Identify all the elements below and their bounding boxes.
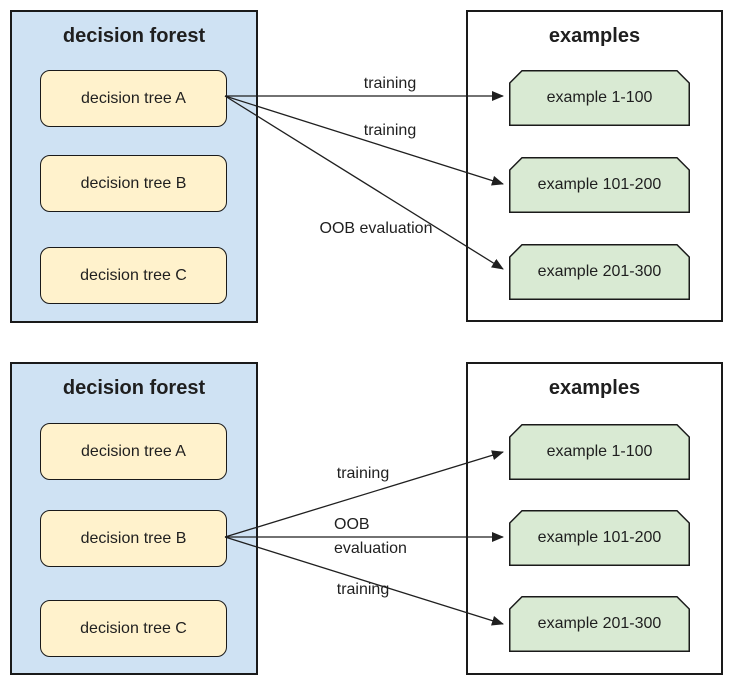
- decision-forest-box-bottom: decision forest decision tree A decision…: [10, 362, 258, 675]
- decision-forest-box-top: decision forest decision tree A decision…: [10, 10, 258, 323]
- example-node-label: example 1-100: [546, 89, 653, 106]
- forest-title: decision forest: [62, 25, 206, 47]
- example-node-label: example 101-200: [537, 529, 662, 546]
- example-node-label: example 101-200: [537, 176, 662, 193]
- arrow-label-training: training: [363, 75, 417, 92]
- examples-title: examples: [548, 25, 641, 47]
- card-shape: [509, 70, 690, 126]
- examples-box-bottom: examples example 1-100 example 101-200 e…: [466, 362, 723, 675]
- arrow-label-training: training: [363, 122, 417, 139]
- example-node-101-200: example 101-200: [509, 510, 690, 566]
- example-node-201-300: example 201-300: [509, 596, 690, 652]
- arrow-label-oob-evaluation: OOB evaluation: [319, 220, 433, 237]
- card-shape: [509, 424, 690, 480]
- card-shape: [509, 596, 690, 652]
- card-shape: [509, 510, 690, 566]
- tree-node-label: decision tree A: [81, 442, 186, 460]
- tree-node-a: decision tree A: [40, 423, 227, 480]
- arrow-label-training: training: [336, 581, 390, 598]
- example-node-101-200: example 101-200: [509, 157, 690, 213]
- card-shape: [509, 157, 690, 213]
- forest-title: decision forest: [62, 377, 206, 399]
- tree-node-label: decision tree B: [80, 529, 187, 547]
- tree-node-label: decision tree C: [80, 266, 187, 284]
- example-node-1-100: example 1-100: [509, 424, 690, 480]
- example-node-label: example 201-300: [537, 263, 662, 280]
- arrow-label-training: training: [336, 465, 390, 482]
- tree-node-c: decision tree C: [40, 247, 227, 304]
- example-node-201-300: example 201-300: [509, 244, 690, 300]
- example-node-label: example 1-100: [546, 443, 653, 460]
- tree-node-c: decision tree C: [40, 600, 227, 657]
- tree-node-b: decision tree B: [40, 510, 227, 567]
- tree-node-label: decision tree C: [80, 619, 187, 637]
- examples-box-top: examples example 1-100 example 101-200 e…: [466, 10, 723, 322]
- examples-title: examples: [548, 377, 641, 399]
- tree-node-b: decision tree B: [40, 155, 227, 212]
- tree-node-label: decision tree B: [80, 174, 187, 192]
- card-shape: [509, 244, 690, 300]
- example-node-1-100: example 1-100: [509, 70, 690, 126]
- tree-node-a: decision tree A: [40, 70, 227, 127]
- tree-node-label: decision tree A: [81, 89, 186, 107]
- example-node-label: example 201-300: [537, 615, 662, 632]
- arrow-label-oob-evaluation: OOB evaluation: [334, 516, 407, 557]
